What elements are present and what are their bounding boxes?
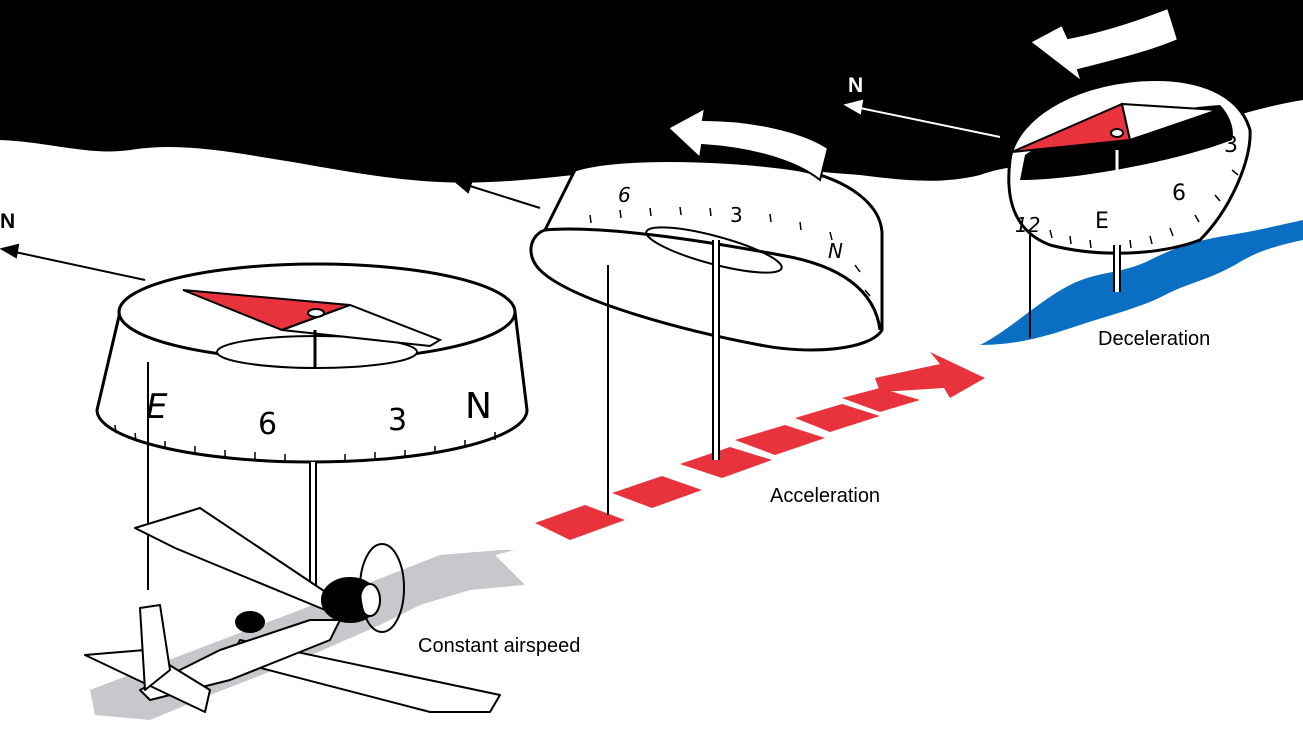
constant-airspeed-label: Constant airspeed (418, 635, 580, 657)
water-shore (980, 220, 1303, 345)
dark-horizon-band (0, 0, 1303, 183)
dial-mark: 3 (1224, 133, 1238, 158)
compass-acceleration: 6 3 N (529, 159, 884, 515)
dial-mark: 3 (388, 403, 407, 438)
deceleration-label: Deceleration (1098, 328, 1210, 350)
acceleration-label: Acceleration (770, 485, 880, 507)
compass-constant: E 6 3 N (95, 262, 529, 595)
north-arrows (0, 99, 1001, 281)
dial-mark: 3 (730, 203, 743, 227)
compass-deceleration: 12 E 6 3 (1007, 77, 1252, 338)
north-label-2: N (458, 147, 473, 170)
north-label-3: N (848, 74, 863, 97)
north-label-1: N (0, 210, 15, 233)
dial-mark: N (828, 239, 843, 263)
dial-mark: 6 (258, 407, 277, 442)
compass-graduations (114, 424, 496, 462)
dial-mark: N (465, 386, 492, 427)
dial-mark: 6 (1172, 181, 1186, 206)
dial-mark: E (146, 387, 168, 427)
airplane (84, 507, 501, 713)
rotation-arrow-acceleration (666, 106, 830, 182)
dial-mark: 12 (1015, 213, 1040, 237)
dial-mark: 6 (618, 183, 631, 207)
dial-mark: E (1095, 209, 1109, 234)
rotation-arrow-deceleration (1028, 6, 1180, 85)
acceleration-path (535, 352, 985, 540)
